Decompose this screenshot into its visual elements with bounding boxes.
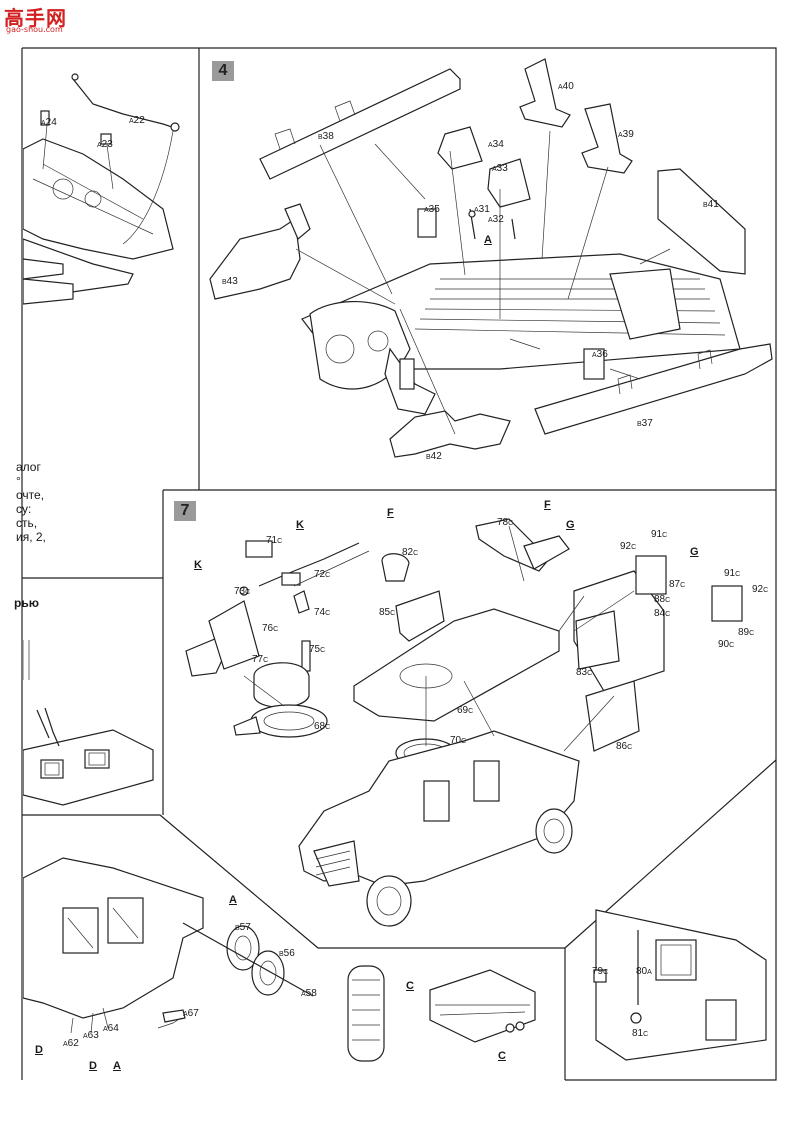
part-label-a22: A22 bbox=[129, 115, 145, 126]
tag-f-2: F bbox=[544, 499, 551, 511]
part-label-a62: A62 bbox=[63, 1038, 79, 1049]
text-line-1: алог bbox=[16, 460, 41, 474]
part-label-a35: A35 bbox=[424, 204, 440, 215]
part-label-91c: 91C bbox=[651, 529, 668, 540]
section-heading: рью bbox=[14, 596, 39, 610]
part-label-a64: A64 bbox=[103, 1023, 119, 1034]
part-label-76c: 76C bbox=[262, 623, 279, 634]
part-label-b56: B56 bbox=[279, 948, 295, 959]
tag-g-2: G bbox=[690, 546, 699, 558]
step-3-panel: A24 A22 A23 bbox=[23, 49, 198, 349]
text-line-4: су: bbox=[16, 502, 32, 516]
tag-c-2: C bbox=[498, 1050, 506, 1062]
step-6-drawing bbox=[23, 857, 314, 1034]
part-label-b37: B37 bbox=[637, 418, 653, 429]
step-7-panel: 7 bbox=[164, 491, 775, 946]
part-label-85c: 85C bbox=[379, 607, 396, 618]
part-label-88c: 88C bbox=[654, 594, 671, 605]
text-line-3: очте, bbox=[16, 488, 45, 502]
step-9-panel: 79C 80A 81C bbox=[566, 900, 774, 1078]
part-label-b43: B43 bbox=[222, 276, 238, 287]
text-line-5: сть, bbox=[16, 516, 38, 530]
tag-a: A bbox=[484, 234, 492, 246]
part-label-71c: 71C bbox=[266, 535, 283, 546]
part-label-a58: A58 bbox=[301, 988, 317, 999]
tag-k-1: K bbox=[296, 519, 304, 531]
site-watermark: 高手网 gao-shou.com bbox=[0, 0, 80, 36]
step-7-drawing bbox=[185, 518, 743, 927]
part-label-a32: A32 bbox=[488, 214, 504, 225]
part-label-a24: A24 bbox=[41, 117, 57, 128]
step-5-panel bbox=[23, 620, 162, 812]
step-3-drawing bbox=[23, 73, 180, 305]
part-label-74c: 74C bbox=[314, 607, 331, 618]
step-8-panel: C C bbox=[340, 950, 564, 1078]
text-line-6: ия, 2, bbox=[16, 530, 46, 544]
step-4-drawing bbox=[209, 58, 773, 458]
part-label-a67: A67 bbox=[183, 1008, 199, 1019]
tag-g-1: G bbox=[566, 519, 575, 531]
part-label-a36: A36 bbox=[592, 349, 608, 360]
part-label-b38: B38 bbox=[318, 131, 334, 142]
part-label-79c: 79C bbox=[592, 966, 609, 977]
part-label-78c: 78C bbox=[497, 517, 514, 528]
part-label-77c: 77C bbox=[252, 654, 269, 665]
part-label-a40: A40 bbox=[558, 81, 574, 92]
step-number: 4 bbox=[212, 61, 234, 81]
step-number: 7 bbox=[174, 501, 196, 521]
part-label-82c: 82C bbox=[402, 547, 419, 558]
step-6-panel: A B57 B56 A58 A67 A62 A63 A64 D D A bbox=[23, 818, 343, 1078]
step-4-panel: 4 bbox=[200, 49, 775, 489]
part-label-84c: 84C bbox=[654, 608, 671, 619]
part-label-a33: A33 bbox=[492, 163, 508, 174]
part-label-81c: 81C bbox=[632, 1028, 649, 1039]
part-label-92c: 92C bbox=[620, 541, 637, 552]
part-label-a39: A39 bbox=[618, 129, 634, 140]
part-label-a63: A63 bbox=[83, 1030, 99, 1041]
tag-k-2: K bbox=[194, 559, 202, 571]
tag-a-bottom: A bbox=[229, 894, 237, 906]
part-label-75c: 75C bbox=[309, 644, 326, 655]
part-label-80a: 80A bbox=[636, 966, 652, 977]
tag-d-2: D bbox=[89, 1060, 97, 1072]
part-label-92c-2: 92C bbox=[752, 584, 769, 595]
watermark-logo: 高手网 bbox=[4, 6, 67, 30]
part-label-83c: 83C bbox=[576, 667, 593, 678]
text-line-2: ° bbox=[16, 474, 21, 488]
part-label-86c: 86C bbox=[616, 741, 633, 752]
step-8-drawing bbox=[347, 965, 536, 1062]
part-label-73c: 73C bbox=[234, 586, 251, 597]
tag-a-3: A bbox=[113, 1060, 121, 1072]
step-5-drawing bbox=[23, 640, 154, 806]
part-label-b42: B42 bbox=[426, 451, 442, 462]
part-label-a23: A23 bbox=[97, 139, 113, 150]
part-label-a34: A34 bbox=[488, 139, 504, 150]
part-label-87c: 87C bbox=[669, 579, 686, 590]
part-label-89c: 89C bbox=[738, 627, 755, 638]
tag-f-1: F bbox=[387, 507, 394, 519]
part-label-72c: 72C bbox=[314, 569, 331, 580]
part-label-b57: B57 bbox=[235, 922, 251, 933]
part-label-69c: 69C bbox=[457, 705, 474, 716]
watermark-url: gao-shou.com bbox=[6, 25, 63, 34]
part-label-90c: 90C bbox=[718, 639, 735, 650]
part-label-68c: 68C bbox=[314, 721, 331, 732]
part-label-70c: 70C bbox=[450, 735, 467, 746]
tag-c-1: C bbox=[406, 980, 414, 992]
part-label-a31: A31 bbox=[474, 204, 490, 215]
tag-d-1: D bbox=[35, 1044, 43, 1056]
part-label-91c-2: 91C bbox=[724, 568, 741, 579]
step-9-drawing bbox=[593, 909, 767, 1061]
part-label-b41: B41 bbox=[703, 199, 719, 210]
